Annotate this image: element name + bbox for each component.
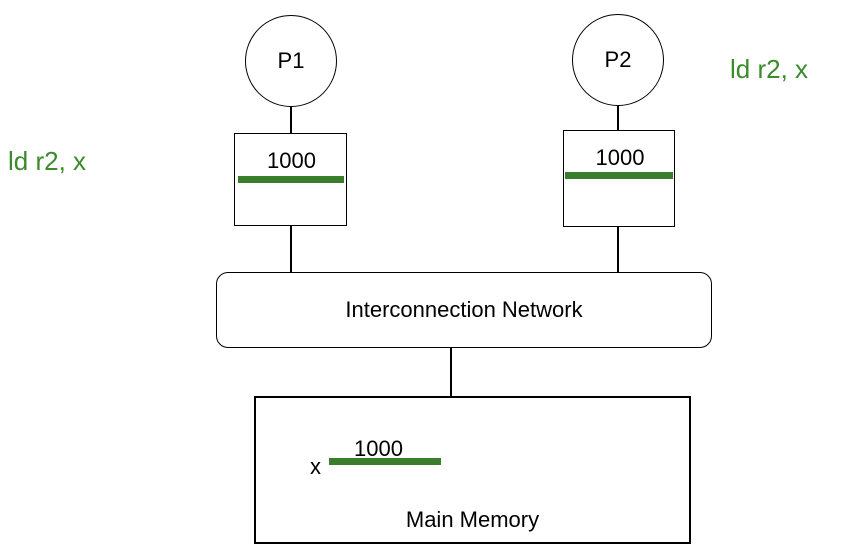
p2-cache-link: [617, 106, 619, 130]
p1-instruction: ld r2, x: [8, 146, 87, 176]
interconnection-network: Interconnection Network: [216, 272, 712, 348]
cache-p1: 1000: [234, 133, 347, 226]
processor-p2: P2: [572, 14, 664, 106]
p1-network-link: [290, 226, 292, 272]
cache-p2-value: 1000: [595, 145, 645, 170]
memory-var-name: x: [310, 454, 321, 479]
processor-p2-label: P2: [604, 47, 632, 72]
main-memory: x 1000 Main Memory: [254, 396, 691, 544]
memory-label: Main Memory: [405, 507, 540, 532]
memory-var-value: 1000: [354, 436, 403, 461]
memory-value-bar: [329, 458, 441, 465]
cache-p2: 1000: [563, 130, 675, 227]
processor-p1-label: P1: [277, 48, 305, 73]
cache-p1-value-bar: [238, 176, 344, 183]
cache-p2-value-bar: [565, 172, 673, 179]
cache-p1-value: 1000: [267, 148, 316, 173]
p2-network-link: [617, 227, 619, 272]
processor-p1: P1: [245, 15, 337, 107]
network-memory-link: [450, 348, 452, 396]
p1-cache-link: [290, 107, 292, 133]
p2-instruction: ld r2, x: [730, 54, 809, 84]
network-label: Interconnection Network: [345, 297, 583, 322]
